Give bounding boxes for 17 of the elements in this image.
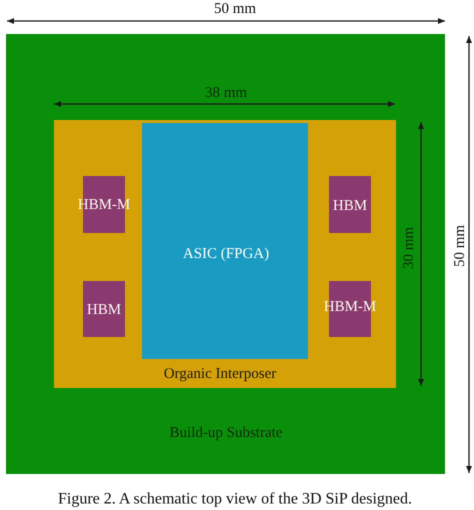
- chip-die: [142, 123, 308, 359]
- component-label: HBM-M: [78, 196, 130, 214]
- component-label: Build-up Substrate: [170, 424, 282, 442]
- figure-caption: Figure 2. A schematic top view of the 3D SiP designed.: [58, 489, 412, 509]
- interposer-layer: [54, 120, 396, 388]
- component-label: HBM: [332, 198, 368, 214]
- memory-die: [83, 281, 125, 337]
- component-label: HBM: [86, 302, 122, 318]
- component-label: Organic Interposer: [164, 366, 276, 382]
- component-label: HBM-M: [324, 298, 376, 316]
- dimension-label: 30 mm: [400, 226, 418, 270]
- dimension-label: 50 mm: [214, 0, 256, 18]
- memory-die: [329, 176, 371, 233]
- dimension-label: 50 mm: [452, 224, 468, 268]
- component-label: ASIC (FPGA): [182, 246, 270, 262]
- substrate-layer: [6, 34, 445, 474]
- dimension-label: 38 mm: [204, 84, 248, 102]
